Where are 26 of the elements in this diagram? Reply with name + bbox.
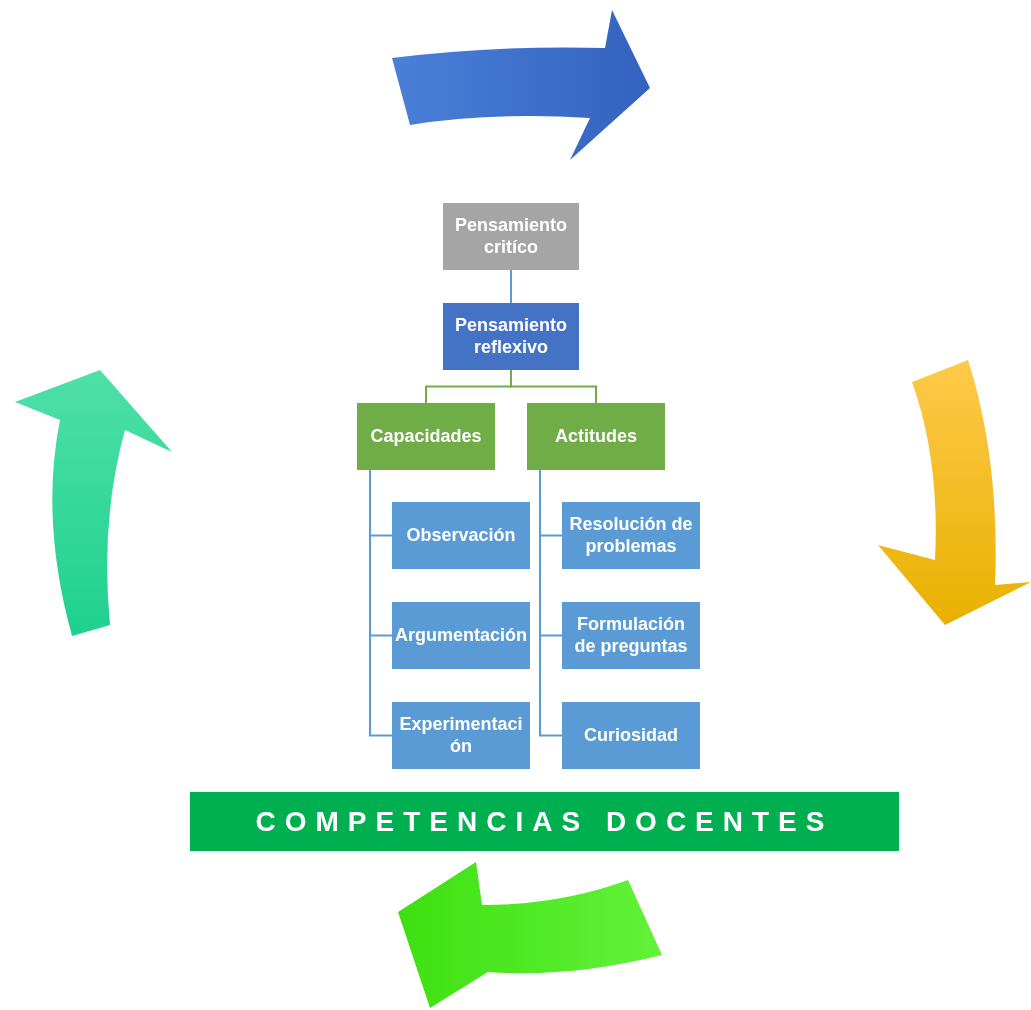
- item-box: [392, 602, 530, 669]
- box-label: Resolución de problemas: [568, 513, 694, 558]
- connector-line: [539, 469, 563, 737]
- box-label: COMPETENCIAS DOCENTES: [255, 804, 834, 839]
- box-label: Pensamiento reflexivo: [453, 314, 568, 359]
- category-box: [527, 403, 665, 470]
- box-label: Formulación de preguntas: [573, 613, 689, 658]
- title-box: [443, 203, 579, 270]
- item-box: [562, 702, 700, 769]
- box-label: Pensamiento critíco: [453, 214, 568, 259]
- connector-line: [369, 469, 393, 737]
- box-label: Actitudes: [555, 425, 637, 448]
- connector-line: [510, 269, 512, 304]
- box-label: Experimentación: [398, 713, 524, 758]
- category-box: [357, 403, 495, 470]
- connector-line: [510, 369, 597, 404]
- box-label: Curiosidad: [584, 724, 678, 747]
- item-box: [562, 502, 700, 569]
- title-box: [443, 303, 579, 370]
- item-box: [392, 502, 530, 569]
- item-box: [392, 702, 530, 769]
- item-box: [562, 602, 700, 669]
- banner: [190, 792, 899, 851]
- box-label: Argumentación: [395, 624, 527, 647]
- box-label: Capacidades: [370, 425, 482, 448]
- box-label: Observación: [406, 524, 516, 547]
